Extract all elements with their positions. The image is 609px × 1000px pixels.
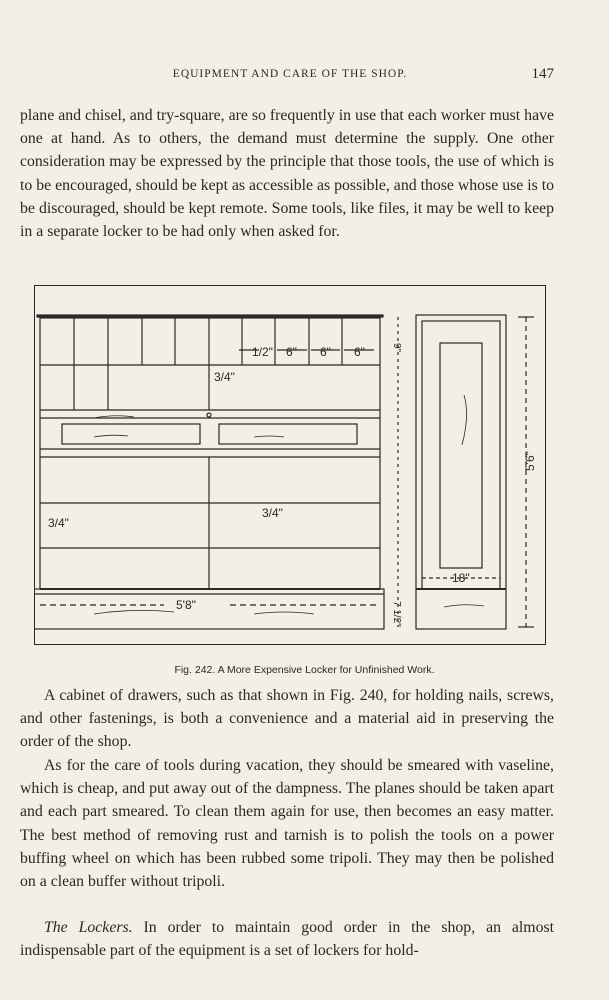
side-view-cabinet [415, 314, 507, 630]
figure-caption: Fig. 242. A More Expensive Locker for Un… [174, 664, 435, 676]
page-header: EQUIPMENT AND CARE OF THE SHOP. 147 [20, 66, 560, 86]
paragraph-3: As for the care of tools during vacation… [20, 757, 554, 891]
dim-width-total: 5'8" [176, 598, 196, 612]
paragraph-4-text: In order to maintain good order in the s… [20, 919, 555, 960]
front-view-base [34, 588, 385, 630]
page-number: 147 [531, 66, 555, 82]
dim-six-c: 6" [354, 345, 365, 359]
paragraph-1: plane and chisel, and try-square, are so… [20, 107, 554, 241]
paragraph-2: A cabinet of drawers, such as that shown… [20, 687, 554, 751]
dim-seven-half: 7 1/2" [391, 601, 402, 627]
dim-six-a: 6" [286, 345, 297, 359]
dim-nine: 9" [391, 343, 402, 353]
drawer-left [61, 423, 201, 445]
locker-figure: 1/2" 6" 6" 6" 3/4" 3/4" 3/4" 5'8" 18" 5'… [34, 285, 546, 645]
paragraph-4: The Lockers. In order to maintain good o… [20, 916, 554, 962]
lockers-heading: The Lockers. [44, 919, 133, 936]
dim-height-total: 5'6" [523, 451, 537, 471]
dim-three-quarter-left: 3/4" [48, 516, 69, 530]
figure-border [34, 285, 546, 645]
dim-three-quarter-mid: 3/4" [262, 506, 283, 520]
locker-drawing: 1/2" 6" 6" 6" 3/4" 3/4" 3/4" 5'8" 18" 5'… [34, 285, 546, 645]
drawer-right [218, 423, 358, 445]
dim-depth: 18" [452, 571, 470, 585]
dim-six-b: 6" [320, 345, 331, 359]
dim-three-quarter-top: 3/4" [214, 370, 235, 384]
running-head: EQUIPMENT AND CARE OF THE SHOP. [172, 68, 408, 80]
dim-half: 1/2" [252, 345, 273, 359]
